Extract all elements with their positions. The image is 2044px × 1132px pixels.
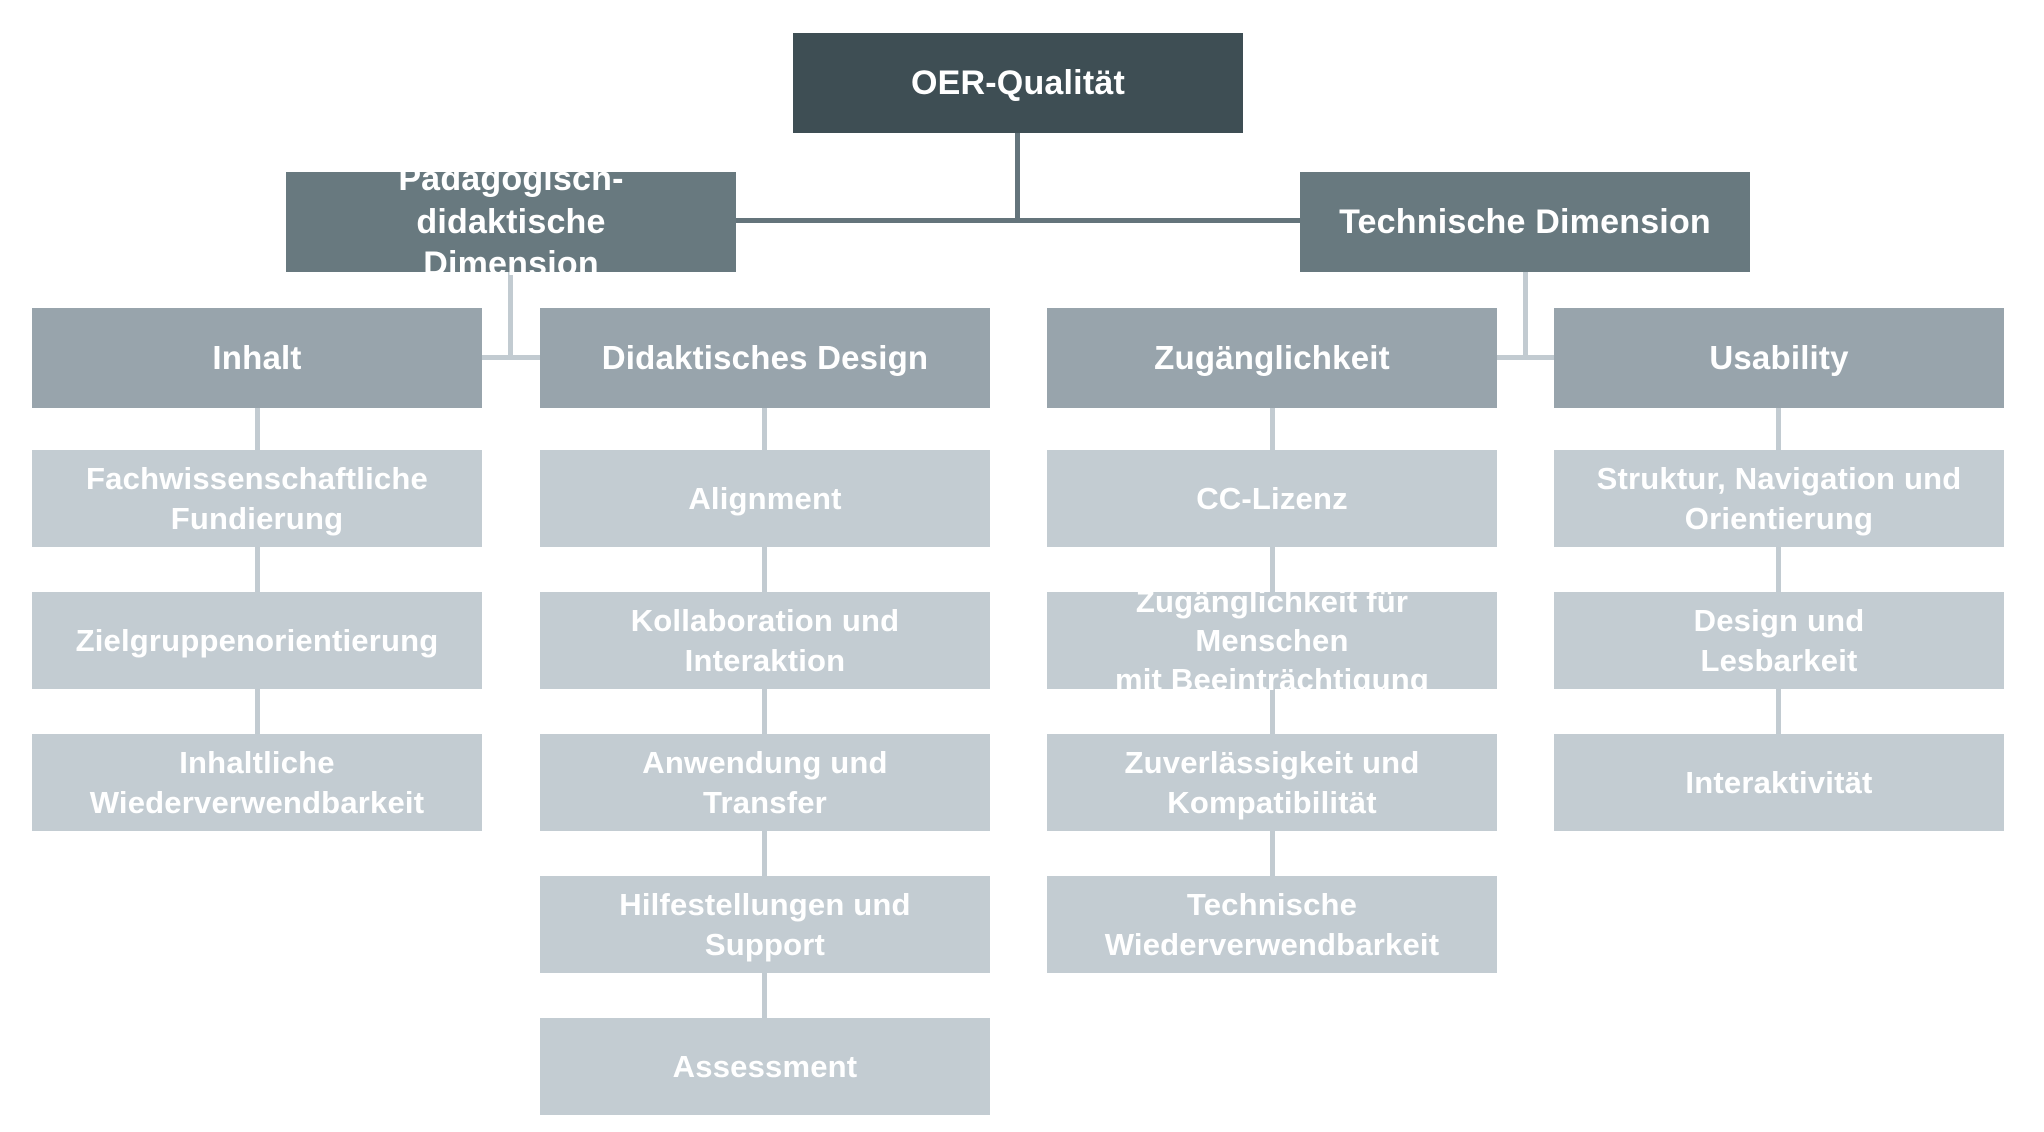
leaf-node-zugaenglichkeit-fuer-menschen: Zugänglichkeit für Menschen mit Beeinträ…: [1047, 584, 1497, 697]
leaf-node-label: Inhaltliche Wiederverwendbarkeit: [89, 745, 425, 820]
leaf-node-inhaltliche-wiederverwendbarkeit: Inhaltliche Wiederverwendbarkeit: [32, 734, 482, 831]
leaf-node-label: Technische Wiederverwendbarkeit: [1104, 887, 1440, 962]
leaf-node-label: Zielgruppenorientierung: [75, 622, 439, 658]
category-node-inhalt: Inhalt: [32, 308, 482, 408]
connector-dimensions-crossbar: [736, 218, 1301, 223]
leaf-node-design-und-lesbarkeit: Design und Lesbarkeit: [1554, 592, 2004, 689]
leaf-node-label: Alignment: [688, 480, 842, 516]
leaf-node-zuverlaessigkeit-und-kompatibilitaet: Zuverlässigkeit und Kompatibilität: [1047, 734, 1497, 831]
dimension-node-label: Technische Dimension: [1339, 202, 1711, 241]
leaf-node-label: Fachwissenschaftliche Fundierung: [86, 461, 428, 536]
leaf-node-label: Zuverlässigkeit und Kompatibilität: [1124, 745, 1420, 820]
leaf-node-label: CC-Lizenz: [1196, 480, 1348, 516]
leaf-node-fachwissenschaftliche-fundierung: Fachwissenschaftliche Fundierung: [32, 450, 482, 547]
connector-root-vertical: [1015, 133, 1020, 223]
leaf-node-technische-wiederverwendbarkeit: Technische Wiederverwendbarkeit: [1047, 876, 1497, 973]
leaf-node-label: Zugänglichkeit für Menschen mit Beeinträ…: [1114, 583, 1429, 698]
connector-technische-crossbar: [1497, 355, 1554, 360]
category-node-didaktisches-design: Didaktisches Design: [540, 308, 990, 408]
category-node-label: Usability: [1709, 339, 1849, 377]
dimension-node-paedagogisch-didaktisch: Pädagogisch-didaktische Dimension: [286, 160, 736, 283]
leaf-node-anwendung-und-transfer: Anwendung und Transfer: [540, 734, 990, 831]
leaf-node-kollaboration-und-interaktion: Kollaboration und Interaktion: [540, 592, 990, 689]
leaf-node-interaktivitaet: Interaktivität: [1554, 734, 2004, 831]
leaf-node-hilfestellungen-und-support: Hilfestellungen und Support: [540, 876, 990, 973]
category-node-label: Zugänglichkeit: [1154, 339, 1390, 377]
category-node-usability: Usability: [1554, 308, 2004, 408]
dimension-node-label: Pädagogisch-didaktische Dimension: [398, 159, 624, 284]
connector-column-usability: [1776, 408, 1781, 748]
connector-column-inhalt: [255, 408, 260, 748]
root-node-label: OER-Qualität: [911, 63, 1125, 102]
connector-paedagogisch-vertical: [508, 272, 513, 360]
root-node-oer-qualitaet: OER-Qualität: [793, 33, 1243, 133]
leaf-node-label: Kollaboration und Interaktion: [630, 603, 900, 678]
connector-column-didaktisches: [762, 408, 767, 1032]
leaf-node-zielgruppenorientierung: Zielgruppenorientierung: [32, 592, 482, 689]
leaf-node-label: Interaktivität: [1685, 764, 1873, 800]
leaf-node-label: Anwendung und Transfer: [642, 745, 888, 820]
leaf-node-alignment: Alignment: [540, 450, 990, 547]
category-node-label: Inhalt: [212, 339, 302, 377]
leaf-node-label: Hilfestellungen und Support: [619, 887, 911, 962]
leaf-node-label: Design und Lesbarkeit: [1693, 603, 1865, 678]
leaf-node-assessment: Assessment: [540, 1018, 990, 1115]
leaf-node-label: Assessment: [672, 1048, 858, 1084]
leaf-node-cc-lizenz: CC-Lizenz: [1047, 450, 1497, 547]
leaf-node-struktur-navigation-orientierung: Struktur, Navigation und Orientierung: [1554, 450, 2004, 547]
category-node-label: Didaktisches Design: [601, 339, 929, 377]
dimension-node-technisch: Technische Dimension: [1300, 172, 1750, 272]
category-node-zugaenglichkeit: Zugänglichkeit: [1047, 308, 1497, 408]
connector-technische-vertical: [1523, 272, 1528, 360]
connector-paedagogisch-crossbar: [482, 355, 540, 360]
leaf-node-label: Struktur, Navigation und Orientierung: [1596, 461, 1962, 536]
